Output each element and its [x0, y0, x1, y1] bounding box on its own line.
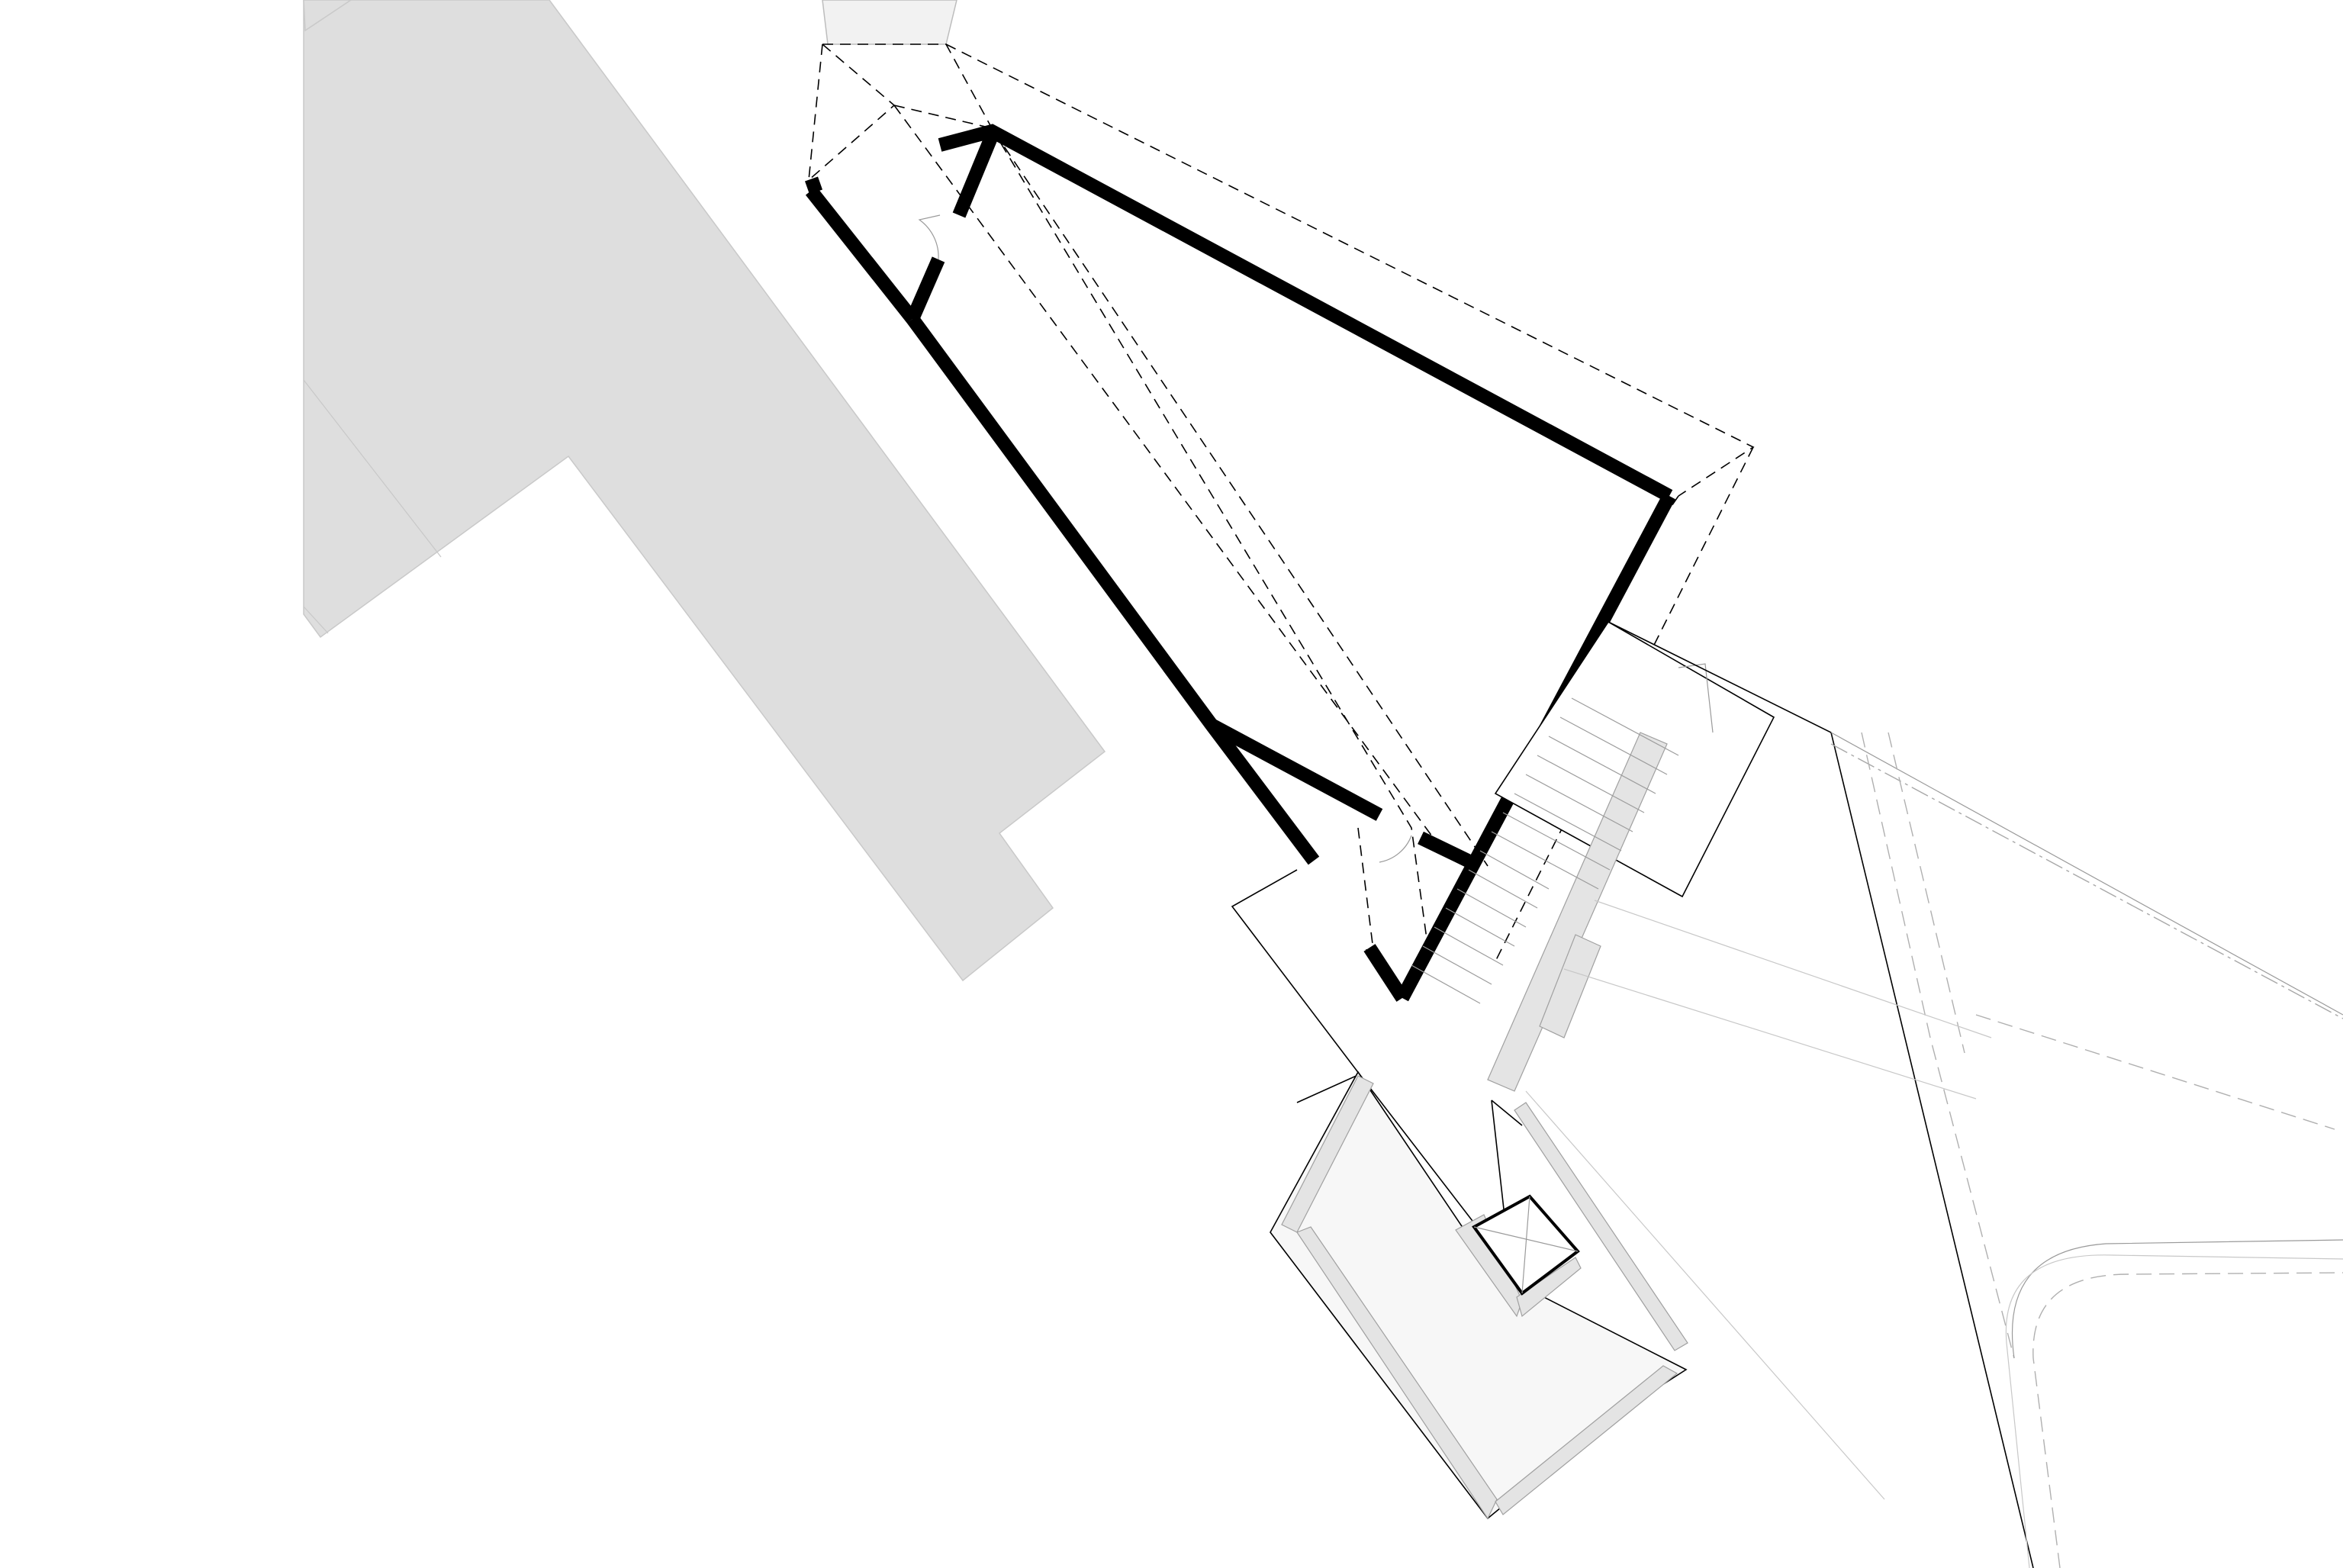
lift-wall-hatch-south: [1516, 1257, 1582, 1318]
ramp-outline-west: [1231, 869, 1361, 1103]
roof-dash-1: [808, 43, 823, 181]
faint-projection-2: [1563, 968, 1977, 1100]
lower-terrace: [1270, 1071, 1688, 1520]
neighbour-edge-line: [303, 606, 329, 634]
neighbour-inner-line: [303, 379, 442, 558]
stair-handrail-wall: [1487, 732, 1668, 1092]
faint-projection-3: [1594, 900, 1992, 1038]
door-swing-south: [1379, 835, 1412, 863]
stair-landing: [1411, 620, 1775, 1092]
neighbour-main-block: [303, 0, 1106, 982]
lift-diagonal-2: [1521, 1196, 1530, 1294]
wall-stair-stub: [1418, 831, 1471, 868]
road-dash-2: [1888, 732, 1965, 1054]
triangular-main-hall: [805, 124, 1675, 1002]
wall-south-stub: [1363, 944, 1408, 1002]
property-line-dashdot: [1830, 743, 2343, 1019]
roof-dash-3: [945, 43, 1755, 497]
neighbour-corner-block: [303, 0, 352, 32]
faint-projection-1: [1525, 1090, 1885, 1500]
road-curb-curve: [2011, 1239, 2343, 1359]
wall-west-upper: [805, 186, 919, 324]
stair-treads: [1411, 697, 1679, 1004]
site-boundary: [1608, 621, 2343, 1568]
wall-door-jamb-2: [952, 133, 999, 218]
road-dash-3: [1975, 1014, 2335, 1130]
roof-dash-4: [808, 43, 896, 181]
road-curb-inner: [2005, 1254, 2343, 1568]
neighbour-annex: [822, 0, 957, 45]
wall-inner-diagonal: [1208, 719, 1383, 821]
wall-nw-stub: [805, 176, 822, 195]
road-lane-dashed: [2032, 1272, 2343, 1568]
wall-door-jamb-1: [906, 256, 945, 322]
door-swings: [918, 214, 1412, 863]
roof-dash-5: [893, 105, 1489, 867]
lift-shaft: [1455, 1194, 1582, 1318]
road-edge: [1525, 732, 2343, 1568]
terrace-parapet-east: [1495, 1365, 1678, 1515]
ramp-outline-east: [1491, 1100, 1523, 1126]
roof-dash-2: [822, 43, 993, 129]
wall-north: [938, 124, 1673, 502]
site-boundary-ext: [1830, 732, 2343, 1016]
stair-side-block: [1539, 934, 1601, 1038]
terrace-parapet-north: [1514, 1102, 1688, 1351]
neighbouring-building: [303, 0, 1106, 982]
roof-dash-7: [991, 127, 1429, 951]
door-swing-west: [918, 214, 941, 260]
stair-rail-upper: [1678, 663, 1714, 733]
roof-dash-9: [1357, 827, 1374, 951]
terrace-parapet-south: [1296, 1226, 1498, 1520]
road-dash-1: [1861, 732, 2015, 1359]
